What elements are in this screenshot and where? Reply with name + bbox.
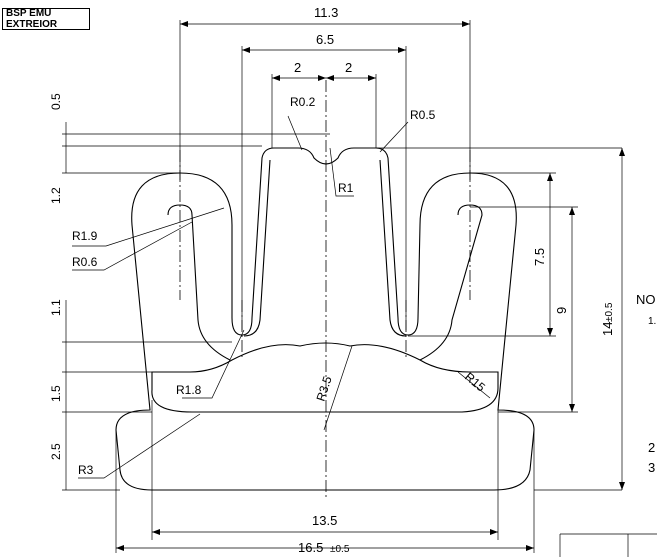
- dim-2-5: 2.5: [49, 443, 63, 460]
- radius-r1: R1: [338, 181, 354, 195]
- drawing-title: BSP EMU EXTREIOR: [2, 8, 90, 30]
- note-1: 1.: [648, 316, 656, 327]
- radius-r15: R15: [462, 370, 488, 395]
- right-slot: [419, 204, 483, 361]
- radius-r0-5: R0.5: [410, 108, 436, 122]
- radius-r3-5: R3.5: [314, 374, 335, 403]
- dim-2-left: 2: [294, 60, 301, 75]
- radius-r1-8: R1.8: [176, 383, 202, 397]
- dim-16-5: 16.5: [298, 540, 323, 555]
- radius-r0-2: R0.2: [290, 95, 316, 109]
- dim-1-1: 1.1: [49, 299, 63, 316]
- dim-1-2: 1.2: [49, 187, 63, 204]
- inner-cavity: [151, 342, 499, 413]
- left-inner-lip: [243, 159, 271, 337]
- dim-0-5: 0.5: [49, 93, 63, 110]
- dim-2-right: 2: [345, 60, 352, 75]
- dim-14: 14: [600, 322, 615, 336]
- radius-r1-9: R1.9: [72, 229, 98, 243]
- note-no: NO: [636, 292, 656, 307]
- dim-11-3: 11.3: [314, 5, 338, 20]
- profile-outline: [115, 147, 535, 491]
- dim-16-5-tol: ±0.5: [330, 544, 350, 555]
- dim-9: 9: [554, 307, 569, 314]
- dim-7-5: 7.5: [532, 248, 547, 266]
- arrowheads: [116, 21, 625, 551]
- dimension-labels: 11.3 6.5 2 2 13.5 16.5 ±0.5 14 ±0.5 9 7.…: [49, 5, 656, 555]
- dimension-lines: [62, 20, 657, 557]
- note-2: 2: [648, 440, 655, 455]
- dim-1-5: 1.5: [49, 385, 63, 402]
- left-slot: [167, 204, 231, 361]
- dim-13-5: 13.5: [312, 513, 337, 528]
- centerlines: [179, 80, 471, 500]
- dim-14-tol: ±0.5: [604, 302, 615, 322]
- right-inner-lip: [379, 159, 407, 337]
- note-3: 3: [648, 460, 655, 475]
- dim-6-5: 6.5: [316, 32, 334, 47]
- radius-r3: R3: [78, 463, 94, 477]
- radius-r0-6: R0.6: [72, 255, 98, 269]
